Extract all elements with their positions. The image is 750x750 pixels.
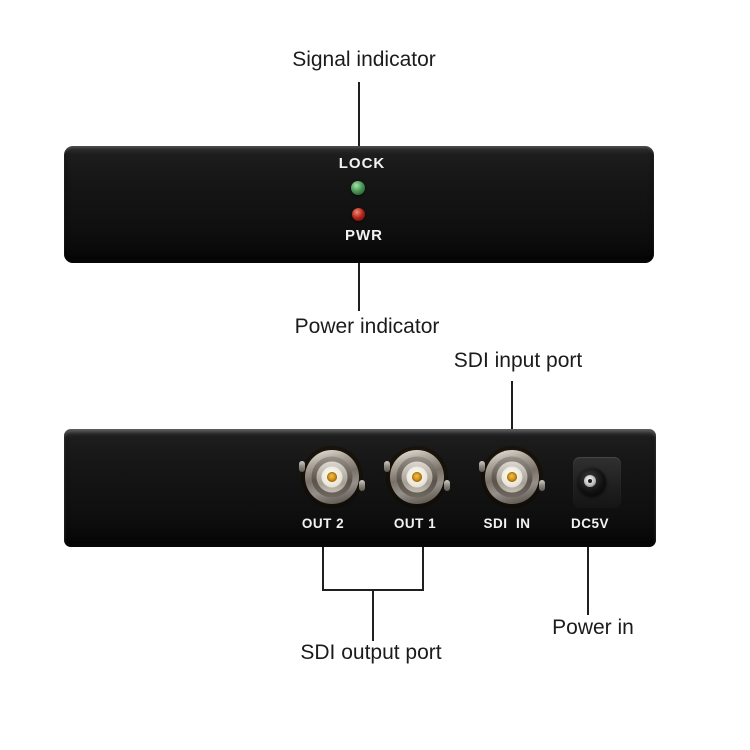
rear-panel: OUT 2 OUT 1 SDI IN DC5V — [64, 429, 656, 547]
signal-indicator-line — [358, 82, 360, 146]
bnc-center-pin — [507, 472, 517, 482]
bnc-bayonet-lug-right — [359, 480, 365, 491]
sdi-output-port-label: SDI output port — [300, 641, 442, 664]
bnc-connector-out2 — [299, 446, 365, 508]
dc-power-jack — [573, 457, 621, 508]
port-label-sdi-in: SDI IN — [483, 516, 531, 531]
pwr-label: PWR — [345, 227, 383, 244]
sdi-input-port-label: SDI input port — [453, 349, 583, 372]
bnc-connector-out1 — [384, 446, 450, 508]
lock-label: LOCK — [338, 155, 386, 172]
bnc-bayonet-lug-right — [444, 480, 450, 491]
power-indicator-label: Power indicator — [294, 315, 440, 338]
bnc-bayonet-lug-left — [479, 461, 485, 472]
lock-led-green-icon — [351, 181, 365, 195]
sdi-output-bracket-stem-line — [372, 591, 374, 641]
dc5v-label: DC5V — [570, 516, 610, 531]
sdi-output-bracket-right-line — [422, 547, 424, 591]
bnc-center-pin — [327, 472, 337, 482]
bnc-bayonet-lug-left — [384, 461, 390, 472]
sdi-input-port-line — [511, 381, 513, 429]
dc-jack-metal-ring — [584, 475, 596, 487]
bnc-bayonet-lug-left — [299, 461, 305, 472]
dc-jack-barrel — [578, 468, 606, 496]
front-panel: LOCK PWR — [64, 146, 654, 263]
bnc-connector-sdi-in — [479, 446, 545, 508]
port-label-out1: OUT 1 — [393, 516, 437, 531]
power-in-line — [587, 547, 589, 615]
power-indicator-line — [358, 263, 360, 311]
dc-jack-pin — [588, 479, 592, 483]
power-in-label: Power in — [552, 616, 634, 639]
bnc-bayonet-lug-right — [539, 480, 545, 491]
bnc-center-pin — [412, 472, 422, 482]
port-label-out2: OUT 2 — [301, 516, 345, 531]
signal-indicator-label: Signal indicator — [292, 48, 436, 71]
pwr-led-red-icon — [352, 208, 365, 221]
sdi-output-bracket-left-line — [322, 547, 324, 591]
sdi-output-bracket-horizontal-line — [322, 589, 424, 591]
